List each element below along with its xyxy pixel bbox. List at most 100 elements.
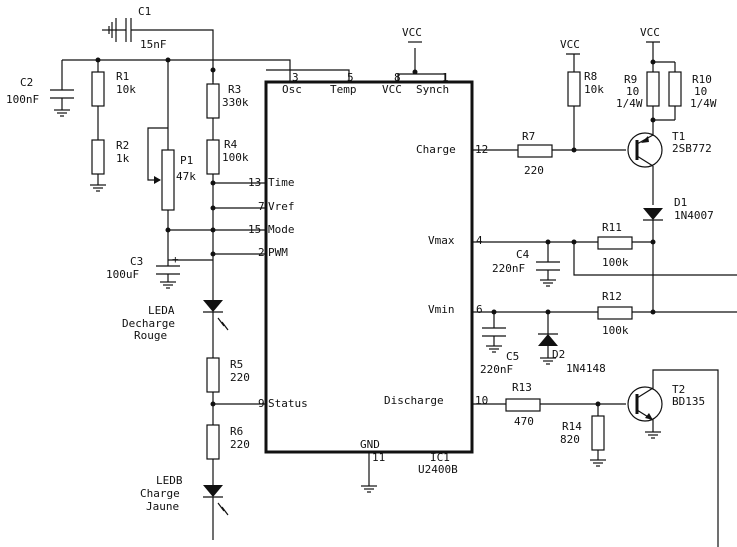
p1-ref: P1 (180, 154, 193, 167)
r8-value: 10k (584, 83, 604, 96)
resistor-r1 (91, 71, 105, 107)
potentiometer-p1 (161, 149, 175, 211)
pin-discharge-label: Discharge (384, 394, 444, 407)
r7-ref: R7 (522, 130, 535, 143)
r13-value: 470 (514, 415, 534, 428)
capacitor-c4: C4 220nF (492, 242, 560, 287)
c1-value: 15nF (140, 38, 167, 51)
c4-value: 220nF (492, 262, 525, 275)
capacitor-c5: C5 220nF (480, 312, 519, 376)
c2-ref: C2 (20, 76, 33, 89)
vcc-label-3: VCC (640, 26, 660, 39)
pin-status-label: Status (268, 397, 308, 410)
resistor-r5 (206, 357, 220, 393)
c3-ref: C3 (130, 255, 143, 268)
pin-osc-num: 3 (292, 71, 299, 84)
pin-vmax-num: 4 (476, 234, 483, 247)
c3-value: 100uF (106, 268, 139, 281)
pin-vref-num: 7 (258, 200, 265, 213)
d1-ref: D1 (674, 196, 687, 209)
r12-ref: R12 (602, 290, 622, 303)
pin-charge-label: Charge (416, 143, 456, 156)
pin-synch-label: Synch (416, 83, 449, 96)
capacitor-c3: + C3 100uF (106, 253, 180, 289)
resistor-r12 (597, 306, 633, 320)
pin-gnd-label: GND (360, 438, 380, 451)
r6-value: 220 (230, 438, 250, 451)
pin-vmin-label: Vmin (428, 303, 455, 316)
ic-part: U2400B (418, 463, 458, 476)
c5-ref: C5 (506, 350, 519, 363)
pin-gnd-num: 11 (372, 451, 385, 464)
resistor-r14 (591, 415, 605, 451)
resistor-r6 (206, 424, 220, 460)
resistor-r13 (505, 398, 541, 412)
pin-pwm-num: 2 (258, 246, 265, 259)
pin-time-label: Time (268, 176, 295, 189)
r2-value: 1k (116, 152, 130, 165)
pin-vcc-num: 8 (394, 71, 401, 84)
r14-value: 820 (560, 433, 580, 446)
r9-ref: R9 (624, 73, 637, 86)
r1-ref: R1 (116, 70, 129, 83)
leda-line1: Decharge (122, 317, 175, 330)
r9-rating: 1/4W (616, 97, 643, 110)
transistor-t2: T2 BD135 (627, 369, 719, 547)
pin-pwm-label: PWM (268, 246, 288, 259)
pin-osc-label: Osc (282, 83, 302, 96)
r6-ref: R6 (230, 425, 243, 438)
pin-mode-num: 15 (248, 223, 261, 236)
t2-part: BD135 (672, 395, 705, 408)
r5-ref: R5 (230, 358, 243, 371)
resistor-r4 (206, 139, 220, 175)
pin-temp-num: 5 (347, 71, 354, 84)
r4-ref: R4 (224, 138, 238, 151)
resistor-r3 (206, 83, 220, 119)
resistor-r10 (668, 71, 682, 107)
r3-value: 330k (222, 96, 249, 109)
d1-part: 1N4007 (674, 209, 714, 222)
led-a: LEDA Decharge Rouge (122, 300, 229, 342)
d2-ref: D2 (552, 348, 565, 361)
t1-ref: T1 (672, 130, 685, 143)
r11-ref: R11 (602, 221, 622, 234)
pin-temp-label: Temp (330, 83, 357, 96)
resistor-r8 (567, 71, 581, 107)
r1-value: 10k (116, 83, 136, 96)
ic-name: IC1 (430, 451, 450, 464)
led-b: LEDB Charge Jaune (140, 474, 229, 540)
c1-ref: C1 (138, 5, 151, 18)
r2-ref: R2 (116, 139, 129, 152)
r7-value: 220 (524, 164, 544, 177)
resistor-r11 (597, 236, 633, 250)
r14-ref: R14 (562, 420, 582, 433)
pin-mode-label: Mode (268, 223, 295, 236)
r11-value: 100k (602, 256, 629, 269)
t2-ref: T2 (672, 383, 685, 396)
resistor-r9 (646, 71, 660, 107)
r9-value: 10 (626, 85, 639, 98)
ledb-line1: Charge (140, 487, 180, 500)
r5-value: 220 (230, 371, 250, 384)
r10-value: 10 (694, 85, 707, 98)
p1-value: 47k (176, 170, 196, 183)
r10-ref: R10 (692, 73, 712, 86)
pin-vmax-label: Vmax (428, 234, 455, 247)
pin-discharge-num: 10 (475, 394, 488, 407)
capacitor-c2: C2 100nF (6, 60, 74, 117)
transistor-t1: T1 2SB772 (627, 130, 712, 205)
c4-ref: C4 (516, 248, 530, 261)
ledb-line2: Jaune (146, 500, 179, 513)
pin-vcc-label: VCC (382, 83, 402, 96)
capacitor-c1: C1 15nF (108, 5, 167, 51)
pin-vmin-num: 6 (476, 303, 483, 316)
c2-value: 100nF (6, 93, 39, 106)
r8-ref: R8 (584, 70, 597, 83)
ledb-ref: LEDB (156, 474, 183, 487)
t1-part: 2SB772 (672, 142, 712, 155)
diode-d2: D2 1N4148 (538, 312, 606, 375)
c5-value: 220nF (480, 363, 513, 376)
ic-body (264, 80, 474, 454)
resistor-r2 (91, 139, 105, 175)
